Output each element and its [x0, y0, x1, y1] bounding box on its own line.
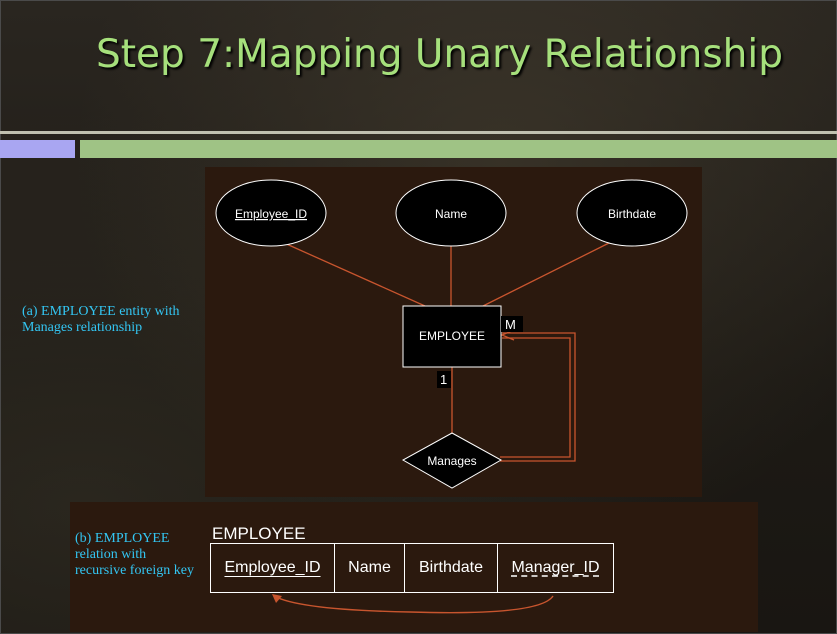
- foreign-key-arrowhead: [272, 594, 282, 603]
- column-manager-id: Manager_ID: [511, 559, 600, 576]
- title-divider: [0, 131, 837, 134]
- attribute-label-birthdate: Birthdate: [608, 207, 656, 221]
- accent-bar-blue: [0, 140, 75, 158]
- recursive-connector-outer: [500, 332, 576, 462]
- attribute-label-employee-id: Employee_ID: [235, 207, 307, 221]
- entity-label: EMPLOYEE: [419, 329, 485, 343]
- slide-title: Step 7:Mapping Unary Relationship: [96, 32, 783, 77]
- foreign-key-arrow: [273, 595, 554, 614]
- relationship-manages: [401, 432, 503, 489]
- cardinality-one: 1: [440, 372, 447, 387]
- cardinality-many-box: [501, 316, 523, 332]
- connector-birthdate: [482, 241, 612, 307]
- attribute-label-name: Name: [435, 207, 467, 221]
- accent-bar-green: [80, 140, 837, 158]
- cardinality-one-box: [437, 371, 451, 388]
- attribute-name: [395, 179, 507, 247]
- relationship-label: Manages: [427, 454, 476, 468]
- relation-name: EMPLOYEE: [212, 524, 306, 543]
- cardinality-many: M: [505, 317, 516, 332]
- attribute-employee-id: [215, 179, 327, 247]
- recursive-connector-inner: [500, 337, 571, 458]
- column-birthdate: Birthdate: [405, 544, 498, 592]
- entity-employee: [402, 305, 502, 368]
- column-employee-id: Employee_ID: [211, 544, 335, 592]
- column-name: Name: [335, 544, 405, 592]
- caption-relation: (b) EMPLOYEE relation with recursive for…: [75, 531, 194, 578]
- attribute-birthdate: [576, 179, 688, 247]
- caption-er-diagram: (a) EMPLOYEE entity with Manages relatio…: [22, 304, 180, 335]
- relation-panel: [70, 502, 758, 632]
- relation-table: Employee_ID Name Birthdate Manager_ID: [210, 543, 614, 593]
- connector-employee-id: [281, 241, 426, 307]
